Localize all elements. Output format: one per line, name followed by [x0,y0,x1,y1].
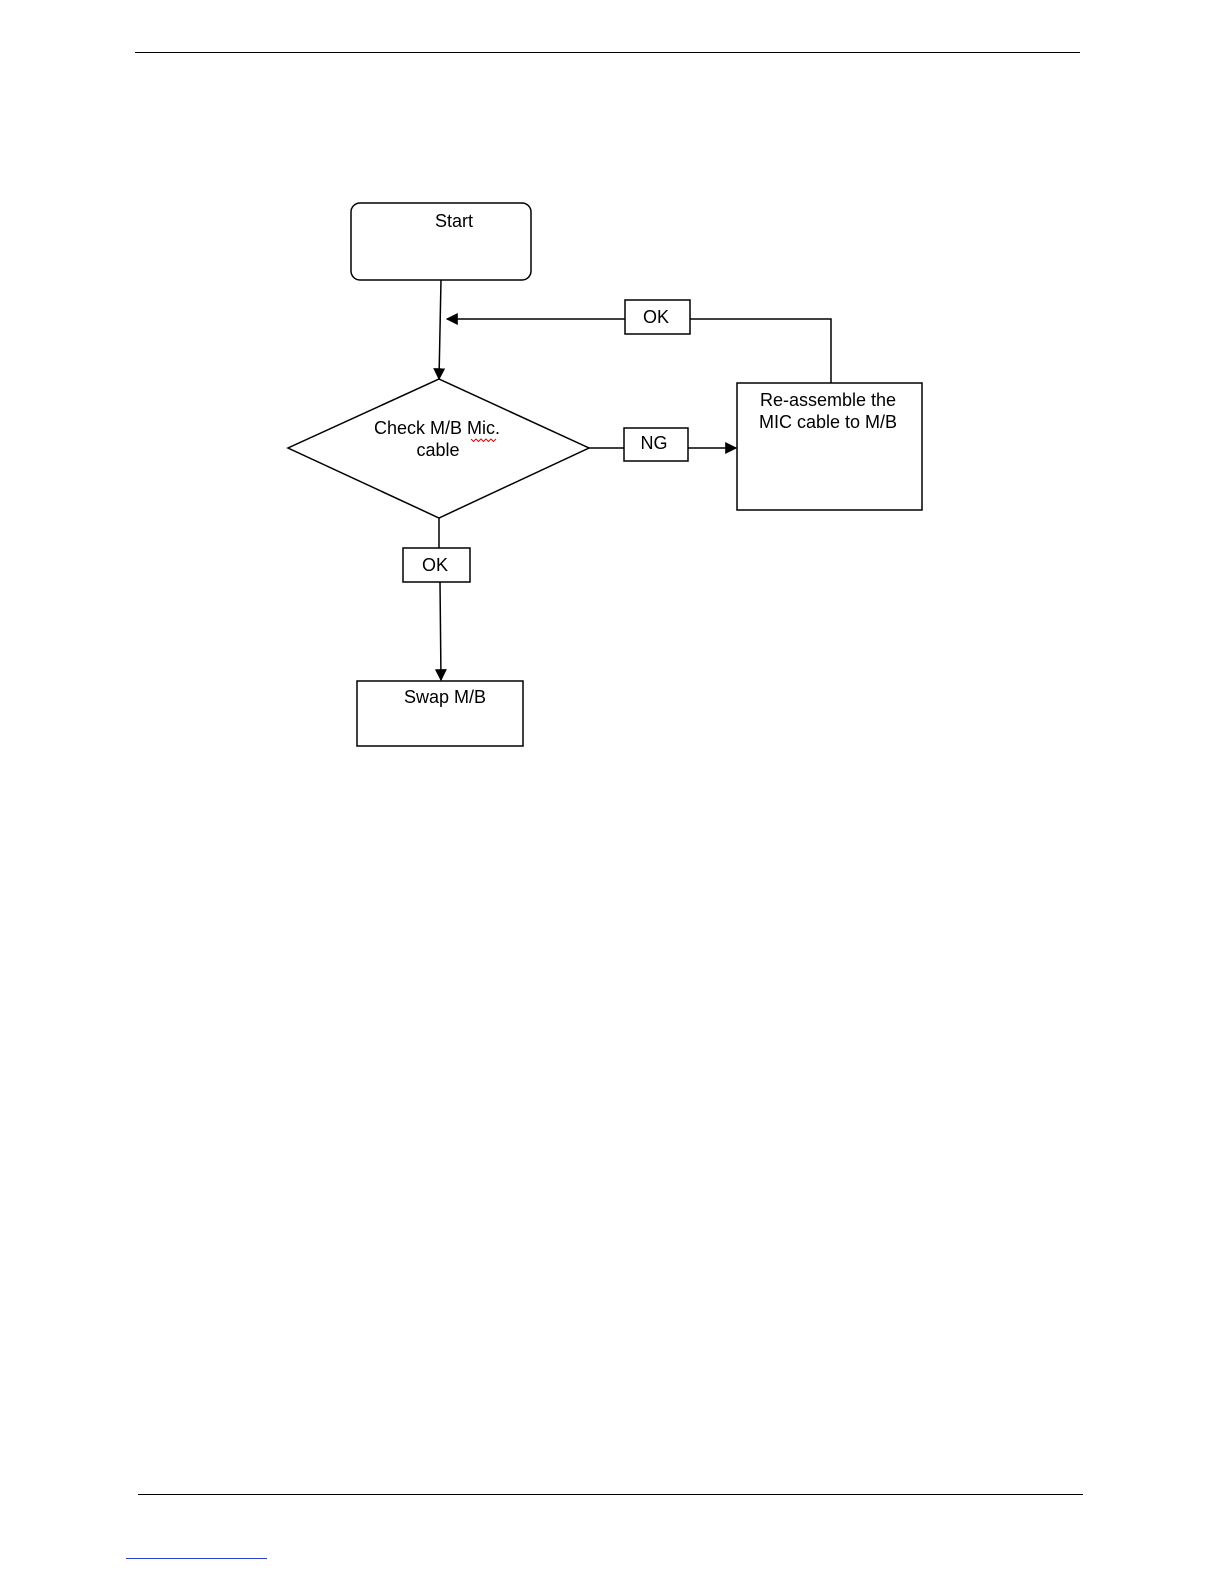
decision-node: Check M/B Mic. cable [288,379,589,518]
end-label: Swap M/B [404,687,486,707]
action-label-line2: MIC cable to M/B [759,412,897,432]
end-node: Swap M/B [357,681,523,746]
label-ng: NG [624,428,688,461]
start-node: Start [351,203,531,280]
footer-link-underline [126,1558,267,1559]
connector-start-to-decision [439,280,441,379]
label-ok-loop: OK [625,300,690,334]
action-label-line1: Re-assemble the [760,390,896,410]
label-ok-down-text: OK [422,555,448,575]
decision-label-line2: cable [416,440,459,460]
label-ng-text: NG [641,433,668,453]
connector-ok-to-swap [440,582,441,680]
start-label: Start [435,211,473,231]
decision-label-line1: Check M/B Mic. [374,418,500,438]
label-ok-loop-text: OK [643,307,669,327]
footer-rule [138,1494,1083,1495]
connector-action-to-ok [690,319,831,383]
action-node: Re-assemble the MIC cable to M/B [737,383,922,510]
label-ok-down: OK [403,548,470,582]
